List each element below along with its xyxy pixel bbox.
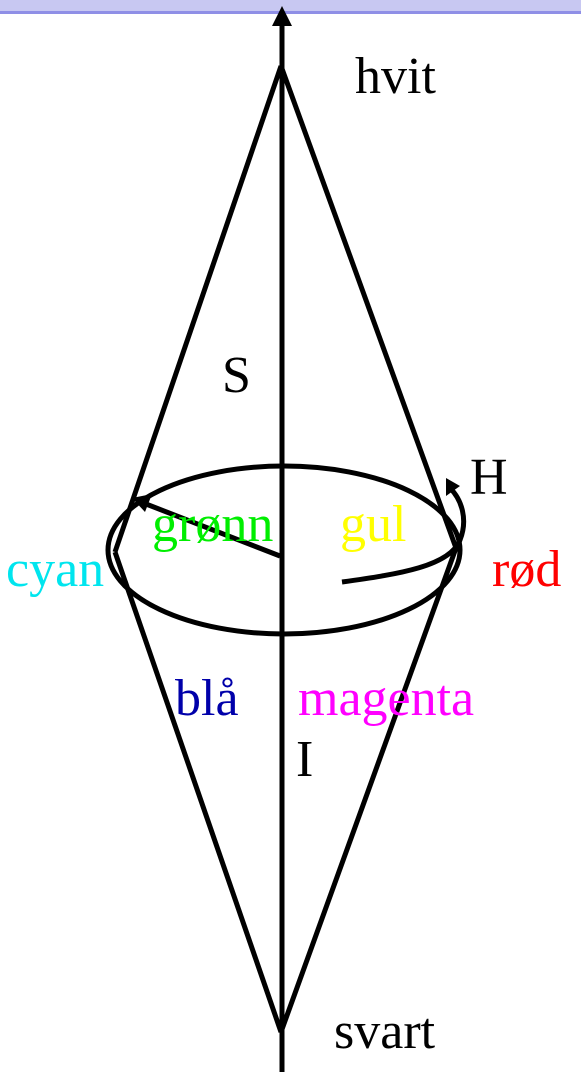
saturation-vector [145, 501, 281, 559]
hue-circle [105, 463, 463, 637]
label-cyan: cyan [6, 541, 104, 598]
top-header-bar [0, 0, 581, 14]
hue-arrowhead [446, 478, 460, 496]
label-white: hvit [355, 48, 436, 105]
label-yellow: gul [340, 496, 406, 553]
label-intensity: I [296, 731, 313, 788]
label-blue: blå [175, 670, 239, 727]
lower-cone-left-edge [112, 551, 284, 1033]
label-hue: H [470, 449, 508, 506]
label-black: svart [334, 1003, 436, 1060]
label-red: rød [492, 541, 561, 598]
axis-arrowhead [272, 6, 292, 26]
lower-cone-right-edge [278, 547, 459, 1033]
saturation-arrowhead [132, 494, 152, 512]
upper-cone-left-edge [112, 65, 284, 553]
label-saturation: S [222, 347, 251, 404]
hue-rotation-arc [341, 486, 467, 585]
label-green: grønn [152, 496, 273, 553]
label-magenta: magenta [298, 670, 474, 727]
upper-cone-right-edge [278, 65, 459, 549]
